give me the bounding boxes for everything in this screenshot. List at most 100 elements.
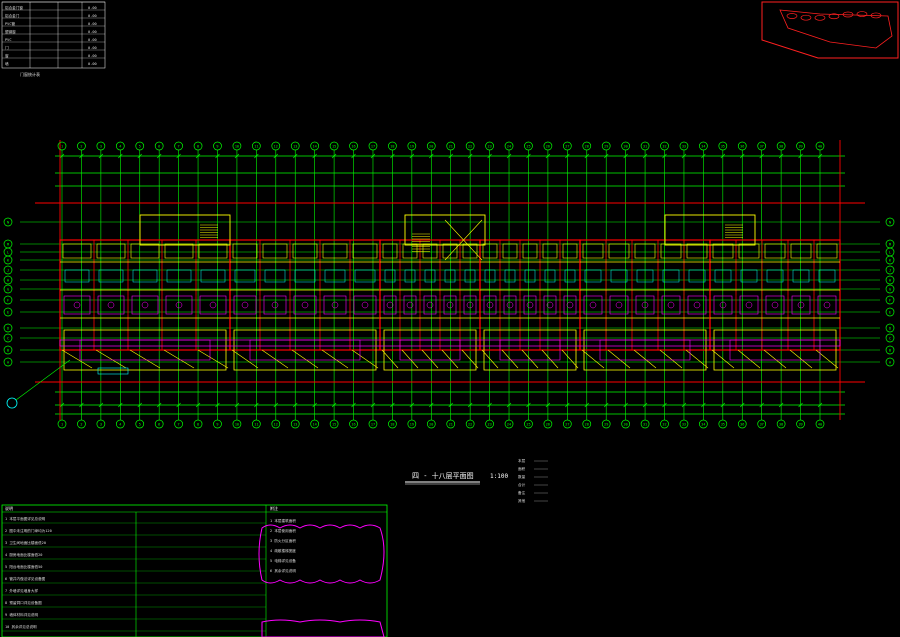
axis-bubble [232, 419, 242, 429]
balcony [233, 329, 377, 371]
fixture [739, 295, 759, 315]
axis-label: N [7, 221, 9, 225]
axis-label: 20 [429, 423, 433, 427]
axis-bubble [885, 275, 895, 285]
axis-label: 8 [197, 423, 199, 427]
axis-label: G [7, 288, 9, 292]
fixture [791, 295, 811, 315]
fixture [661, 295, 681, 315]
axis-label: 21 [449, 145, 453, 149]
legend-row-value: 0.00 [88, 54, 97, 58]
axis-bubble [485, 419, 494, 429]
axis-bubble [57, 419, 67, 429]
axis-label: A [7, 361, 10, 365]
fixture [403, 295, 417, 315]
balcony [63, 329, 227, 371]
axis-label: 27 [565, 145, 569, 149]
axis-label: 29 [604, 423, 608, 427]
axis-bubble [601, 419, 611, 429]
axis-bubble [757, 141, 767, 151]
axis-label: 13 [293, 423, 297, 427]
axis-label: 33 [682, 145, 686, 149]
axis-bubble [504, 419, 514, 429]
axis-label: 23 [487, 423, 491, 427]
axis-bubble [388, 419, 397, 429]
room [582, 243, 604, 259]
apartment-unit [709, 239, 841, 351]
fixture [383, 295, 397, 315]
fixture [263, 295, 287, 315]
legend-row-value: 0.00 [88, 46, 97, 50]
axis-bubble [193, 419, 203, 429]
fixture [63, 295, 91, 315]
legend-row-value: 0.00 [88, 38, 97, 42]
axis-bubble [193, 141, 203, 151]
fixture [353, 295, 377, 315]
axis-bubble [57, 141, 67, 151]
axis-bubble [815, 141, 825, 151]
axis-label: N [889, 221, 891, 225]
room [816, 243, 838, 259]
axis-bubble [601, 141, 611, 151]
axis-label: 34 [701, 145, 705, 149]
fixture [563, 295, 577, 315]
legend-row-name: 铝合金门 [5, 13, 20, 18]
axis-bubble [232, 141, 242, 151]
fixture [199, 295, 227, 315]
axis-bubble [679, 419, 689, 429]
axis-label: B [889, 349, 891, 353]
axis-label: H [7, 279, 9, 283]
legend-row-value: 0.00 [88, 22, 97, 26]
small-legend-item: 面积 [518, 466, 526, 471]
axis-bubble [885, 333, 895, 343]
apartment-unit [59, 239, 231, 351]
axis-label: 1 [61, 145, 63, 149]
room [522, 243, 538, 259]
axis-bubble [640, 419, 650, 429]
axis-bubble [885, 284, 895, 294]
fixture [543, 295, 557, 315]
apartment-unit [229, 239, 381, 351]
room [442, 243, 458, 259]
room [322, 243, 348, 259]
axis-label: 15 [332, 145, 336, 149]
key-plan-unit [828, 13, 840, 20]
axis-label: 5 [139, 423, 141, 427]
balcony [713, 329, 837, 371]
axis-label: 32 [662, 423, 666, 427]
axis-bubble [699, 419, 708, 429]
axis-bubble [3, 333, 13, 343]
small-legend-item: 合计 [518, 482, 526, 487]
room [660, 243, 682, 259]
axis-bubble [213, 419, 222, 429]
fixture [635, 295, 655, 315]
room [352, 243, 378, 259]
axis-label: 24 [507, 423, 511, 427]
axis-bubble [96, 141, 106, 151]
axis-label: 35 [721, 423, 725, 427]
axis-label: 2 [80, 423, 82, 427]
drawing-title: 四 - 十八层平面图 1:100 [405, 471, 508, 485]
axis-label: E [7, 311, 9, 315]
axis-bubble [543, 141, 553, 151]
room [562, 243, 578, 259]
room [542, 243, 558, 259]
note-line: 6 其余详见说明 [270, 568, 296, 573]
axis-label: 15 [332, 423, 336, 427]
axis-label: 10 [235, 145, 239, 149]
note-line: 5 电梯详见设备 [270, 558, 296, 563]
axis-bubble [885, 217, 895, 227]
axis-label: 3 [100, 145, 102, 149]
apartment-unit [379, 239, 481, 351]
axis-label: 30 [624, 145, 628, 149]
axis-bubble [290, 419, 300, 429]
axis-label: 6 [158, 423, 160, 427]
axis-bubble [329, 141, 339, 151]
axis-label: L [7, 251, 9, 255]
